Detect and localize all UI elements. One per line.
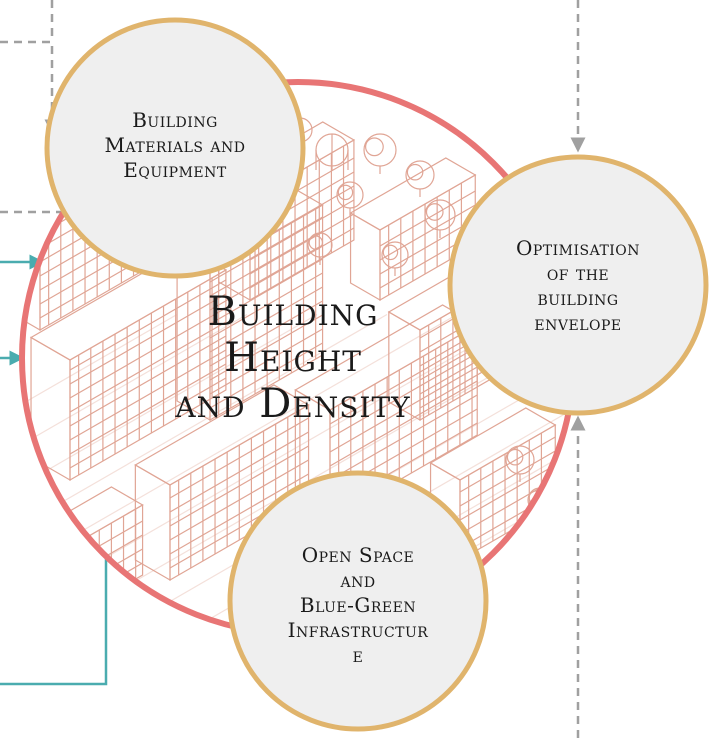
floor-line	[249, 199, 355, 261]
envelope-label-line-1: Optimisation	[515, 235, 641, 260]
envelope-label-line-4: envelope	[534, 310, 622, 335]
materials-node	[44, 17, 306, 279]
openspace-node	[227, 470, 489, 732]
ground-line	[22, 313, 248, 634]
ground-line	[22, 313, 458, 634]
envelope-node	[447, 154, 709, 416]
floor-line	[459, 464, 556, 521]
ground-line	[700, 315, 714, 738]
tree-detail	[167, 629, 184, 634]
teal-line-bottom	[0, 545, 108, 686]
openspace-label-line-3: Blue-Green	[299, 592, 417, 617]
openspace-label-line-5: e	[352, 642, 364, 667]
tree-detail	[382, 244, 399, 261]
tree-detail	[79, 551, 93, 565]
floor-line	[329, 394, 478, 481]
center-label-line-2: Height	[224, 335, 362, 381]
tree	[166, 626, 194, 634]
ground-line	[22, 313, 574, 634]
tree-detail	[337, 184, 354, 201]
building-roof	[349, 157, 477, 231]
floor-line	[379, 218, 476, 275]
building-roof	[134, 384, 310, 486]
floor-line	[379, 190, 476, 247]
teal-connectors	[0, 254, 108, 686]
tree-detail	[365, 137, 384, 157]
center-node-label: Building Height and Density	[138, 278, 448, 438]
tree-detail	[506, 448, 524, 466]
ground-line	[139, 313, 574, 634]
openspace-label-line-2: and	[340, 567, 376, 592]
openspace-label-line-4: Infrastructur	[287, 617, 429, 642]
floor-line	[249, 213, 355, 275]
ground-line	[22, 313, 178, 634]
envelope-node-label: Optimisation of the building envelope	[478, 228, 678, 343]
openspace-node-label: Open Space and Blue-Green Infrastructur …	[258, 535, 458, 675]
materials-node-label: Building Materials and Equipment	[70, 100, 280, 190]
center-label-line-1: Building	[207, 289, 379, 335]
building-roof	[22, 486, 144, 571]
floor-line	[379, 204, 476, 261]
floor-line	[459, 436, 556, 493]
floor-line	[249, 227, 355, 289]
building-side	[22, 550, 31, 634]
floor-line	[29, 548, 143, 615]
ground-line	[22, 313, 318, 634]
center-label-line-3: and Density	[175, 381, 411, 427]
connector-top-to-materials	[0, 40, 60, 135]
materials-label-line-2: Materials and	[104, 132, 246, 157]
materials-label-line-1: Building	[132, 107, 218, 132]
tree-detail	[425, 203, 444, 221]
ground-line	[22, 313, 528, 634]
openspace-label-line-1: Open Space	[301, 542, 415, 567]
building-roof	[429, 407, 557, 481]
materials-label-line-3: Equipment	[123, 157, 227, 182]
floor-line	[459, 450, 556, 507]
tree-detail	[308, 235, 323, 250]
tree-detail	[406, 163, 424, 181]
envelope-label-line-3: building	[537, 285, 619, 310]
ground-line	[22, 313, 388, 634]
envelope-label-line-2: of the	[546, 260, 610, 285]
tree	[78, 548, 102, 572]
